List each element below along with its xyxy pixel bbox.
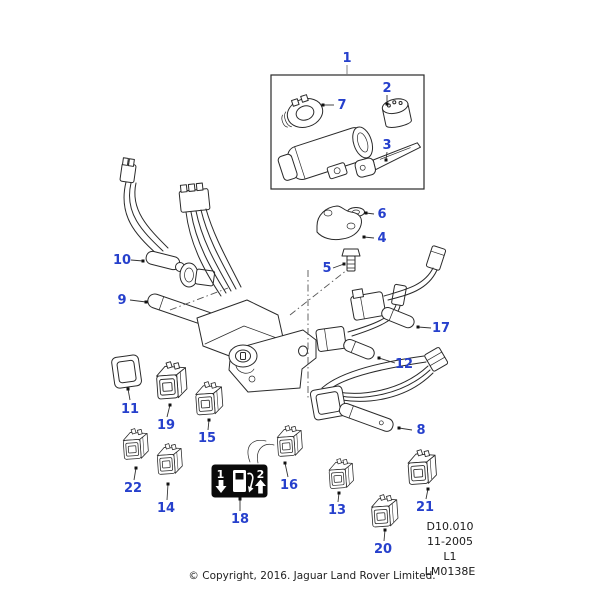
- fuel-flap-legend: 1 2: [211, 440, 275, 498]
- callout-label-5: 5: [322, 261, 331, 276]
- part-2-switch-contact: [381, 98, 412, 128]
- part-3-key: [354, 142, 421, 178]
- part-16-switch: [276, 424, 304, 457]
- part-14-switch: [156, 442, 184, 475]
- callout-label-8: 8: [416, 423, 425, 438]
- ref-line-2: 11-2005: [427, 535, 473, 548]
- part-15-switch: [194, 380, 224, 416]
- callout-label-3: 3: [382, 138, 391, 153]
- ref-line-3: L1: [443, 550, 457, 563]
- copyright-text: © Copyright, 2016. Jaguar Land Rover Lim…: [188, 570, 436, 582]
- callout-label-2: 2: [382, 81, 391, 96]
- centre-lines: [169, 265, 353, 398]
- callout-label-20: 20: [374, 542, 392, 557]
- down-arrow-icon: [215, 480, 227, 493]
- legend-up-number: 2: [257, 468, 265, 481]
- callout-label-4: 4: [377, 231, 386, 246]
- part-17-stalk-switch: [350, 288, 415, 329]
- ref-line-4: LM0138E: [424, 565, 476, 578]
- part-8-stalk: [338, 402, 394, 432]
- callout-label-22: 22: [124, 481, 142, 496]
- steering-lock-housing: [196, 299, 317, 393]
- left-harness: [119, 157, 255, 337]
- callout-label-13: 13: [328, 503, 346, 518]
- callout-label-10: 10: [113, 253, 131, 268]
- up-arrow-icon: [255, 479, 266, 494]
- right-harness: [315, 245, 447, 360]
- callout-label-19: 19: [157, 418, 175, 433]
- part-4-bracket: [316, 205, 362, 241]
- connector-right-upper: [425, 245, 447, 271]
- callout-label-16: 16: [280, 478, 298, 493]
- part-5-bolt: [341, 248, 361, 272]
- ignition-kit-box: [270, 74, 425, 190]
- part-19-switch: [155, 360, 188, 400]
- connector-large-left: [178, 182, 211, 213]
- drawing-reference: D10.010 11-2005 L1 LM0138E: [403, 519, 497, 579]
- leader-lines: [126, 65, 432, 542]
- fuel-pump-icon: [233, 470, 254, 493]
- callout-label-21: 21: [416, 500, 434, 515]
- ignition-lock-barrel: [277, 126, 374, 181]
- part-10-switch: [145, 250, 216, 288]
- part-20-switch: [370, 493, 399, 528]
- part-7-ignition-switch: [281, 94, 324, 128]
- part-12-stalk-switch: [315, 326, 375, 360]
- callout-label-6: 6: [377, 207, 386, 222]
- part-8-escutcheon: [309, 385, 347, 421]
- callout-label-11: 11: [121, 402, 139, 417]
- part-11-bezel: [111, 354, 142, 389]
- part-13-switch: [327, 457, 355, 490]
- part-22-switch: [122, 427, 150, 460]
- callout-label-15: 15: [198, 431, 216, 446]
- part-8-assembly: [309, 347, 449, 432]
- legend-down-number: 1: [217, 468, 225, 481]
- callout-label-7: 7: [337, 98, 346, 113]
- connector-right-lower: [424, 347, 449, 372]
- connector-small-left: [119, 157, 137, 184]
- ref-line-1: D10.010: [426, 520, 474, 533]
- callout-label-1: 1: [342, 51, 351, 66]
- clamp-parts: [316, 205, 365, 272]
- connector-right-mid: [391, 283, 407, 307]
- callout-label-9: 9: [117, 293, 126, 308]
- callout-label-17: 17: [432, 321, 450, 336]
- callout-label-12: 12: [395, 357, 413, 372]
- callouts: 1 2 3 4 5 6 7 8 9 10 11 12 13 14 15 16 1…: [113, 51, 450, 557]
- callout-label-14: 14: [157, 501, 175, 516]
- callout-label-18: 18: [231, 512, 249, 527]
- part-21-switch: [406, 448, 438, 486]
